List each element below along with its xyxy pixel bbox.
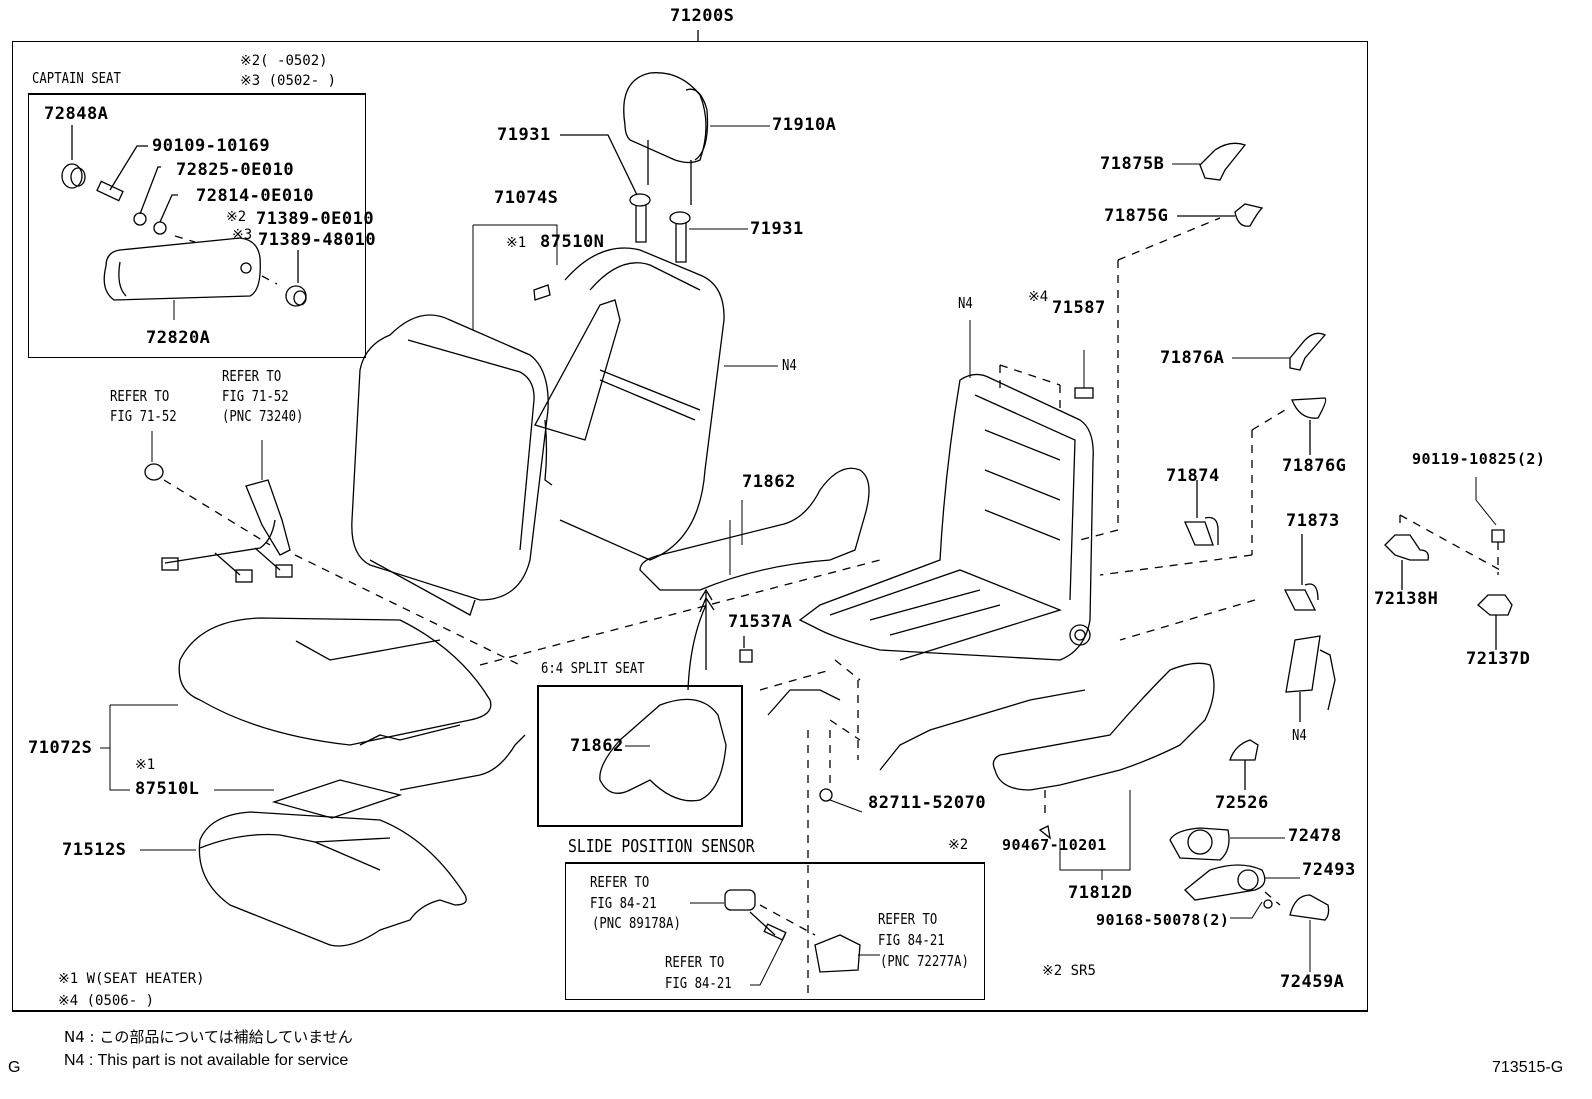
part-71812D[interactable]: 71812D: [1068, 883, 1133, 903]
part-82711-52070[interactable]: 82711-52070: [868, 793, 987, 813]
mark-2: ※2: [226, 209, 247, 225]
footer-note-japanese: N4 : この部品については補給していません: [64, 1028, 353, 1046]
part-71876A[interactable]: 71876A: [1160, 348, 1225, 368]
footer-note-english: N4 : This part is not available for serv…: [64, 1052, 349, 1069]
captain-seat-box: [28, 93, 366, 358]
part-72137D[interactable]: 72137D: [1466, 649, 1531, 669]
note-3-range: ※3 (0502- ): [240, 73, 337, 89]
note-2-range: ※2( -0502): [240, 53, 328, 69]
part-71931-upper[interactable]: 71931: [497, 125, 551, 145]
part-72138H[interactable]: 72138H: [1374, 589, 1439, 609]
refer-89178A-line1: REFER TO: [590, 873, 650, 891]
mark-3: ※3: [232, 227, 253, 243]
slide-sensor-box: [565, 862, 985, 1000]
part-71876G[interactable]: 71876G: [1282, 456, 1347, 476]
part-71389-0E010[interactable]: 71389-0E010: [256, 209, 375, 229]
mark-1-cushion: ※1: [135, 757, 156, 773]
part-71862-split[interactable]: 71862: [570, 736, 624, 756]
split-seat-heading: 6:4 SPLIT SEAT: [541, 659, 645, 677]
main-assembly-frame: [12, 41, 1368, 1012]
part-71874[interactable]: 71874: [1166, 466, 1220, 486]
part-72493[interactable]: 72493: [1302, 860, 1356, 880]
part-72459A[interactable]: 72459A: [1280, 972, 1345, 992]
part-71072S[interactable]: 71072S: [28, 738, 93, 758]
refer-pnc-73240-line3: (PNC 73240): [222, 407, 304, 425]
part-71931-lower[interactable]: 71931: [750, 219, 804, 239]
part-71512S[interactable]: 71512S: [62, 840, 127, 860]
part-72825-0E010[interactable]: 72825-0E010: [176, 160, 295, 180]
part-71873[interactable]: 71873: [1286, 511, 1340, 531]
part-90168-50078[interactable]: 90168-50078(2): [1096, 911, 1230, 929]
slide-sensor-heading: SLIDE POSITION SENSOR: [568, 836, 755, 857]
legend-note-4: ※4 (0506- ): [58, 993, 155, 1009]
part-90119-10825[interactable]: 90119-10825(2): [1412, 450, 1546, 468]
part-71910A[interactable]: 71910A: [772, 115, 837, 135]
refer-fig-71-52-line2[interactable]: FIG 71-52: [110, 407, 177, 425]
refer-72277A-line2[interactable]: FIG 84-21: [878, 931, 945, 949]
legend-note-1: ※1 W(SEAT HEATER): [58, 971, 205, 987]
refer-pnc-73240-line2[interactable]: FIG 71-52: [222, 387, 289, 405]
part-71200S[interactable]: 71200S: [670, 6, 735, 26]
part-72848A[interactable]: 72848A: [44, 104, 109, 124]
mark-4: ※4: [1028, 289, 1049, 305]
part-71862[interactable]: 71862: [742, 472, 796, 492]
refer-89178A-line3: (PNC 89178A): [592, 914, 681, 932]
part-90109-10169[interactable]: 90109-10169: [152, 136, 271, 156]
figure-code: 713515-G: [1492, 1059, 1564, 1076]
n4-seat-frame[interactable]: N4: [958, 294, 973, 312]
mark-2-armrest: ※2: [948, 837, 969, 853]
part-72814-0E010[interactable]: 72814-0E010: [196, 186, 315, 206]
refer-89178A-line2[interactable]: FIG 84-21: [590, 894, 657, 912]
refer-screw-line1: REFER TO: [665, 953, 725, 971]
refer-72277A-line3: (PNC 72277A): [880, 952, 969, 970]
part-72478[interactable]: 72478: [1288, 826, 1342, 846]
refer-72277A-line1: REFER TO: [878, 910, 938, 928]
part-72526[interactable]: 72526: [1215, 793, 1269, 813]
refer-fig-71-52-line1: REFER TO: [110, 387, 170, 405]
refer-screw-line2[interactable]: FIG 84-21: [665, 974, 732, 992]
part-71389-48010[interactable]: 71389-48010: [258, 230, 377, 250]
n4-side-airbag[interactable]: N4: [1292, 726, 1307, 744]
mark-1-back: ※1: [506, 235, 527, 251]
part-72820A[interactable]: 72820A: [146, 328, 211, 348]
part-71875B[interactable]: 71875B: [1100, 154, 1165, 174]
refer-pnc-73240-line1: REFER TO: [222, 367, 282, 385]
corner-letter: G: [8, 1059, 21, 1076]
split-seat-box: [537, 685, 743, 827]
part-87510L[interactable]: 87510L: [135, 779, 200, 799]
n4-seat-back[interactable]: N4: [782, 356, 797, 374]
part-71875G[interactable]: 71875G: [1104, 206, 1169, 226]
part-71537A[interactable]: 71537A: [728, 612, 793, 632]
part-87510N[interactable]: 87510N: [540, 232, 605, 252]
part-71587[interactable]: 71587: [1052, 298, 1106, 318]
note-2-sr5: ※2 SR5: [1042, 963, 1096, 979]
captain-seat-heading: CAPTAIN SEAT: [32, 69, 121, 87]
part-90467-10201[interactable]: 90467-10201: [1002, 836, 1107, 854]
part-71074S[interactable]: 71074S: [494, 188, 559, 208]
